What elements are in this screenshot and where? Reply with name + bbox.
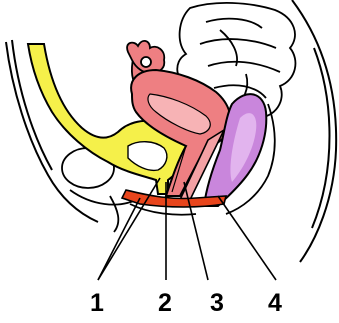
callout-4: 4 bbox=[268, 289, 282, 317]
callout-labels: 1 2 3 4 bbox=[90, 289, 282, 317]
leader-line-4 bbox=[218, 196, 276, 280]
callout-3: 3 bbox=[210, 289, 224, 317]
callout-2: 2 bbox=[158, 289, 172, 317]
callout-1: 1 bbox=[90, 289, 104, 317]
leader-line-1 bbox=[98, 198, 140, 280]
